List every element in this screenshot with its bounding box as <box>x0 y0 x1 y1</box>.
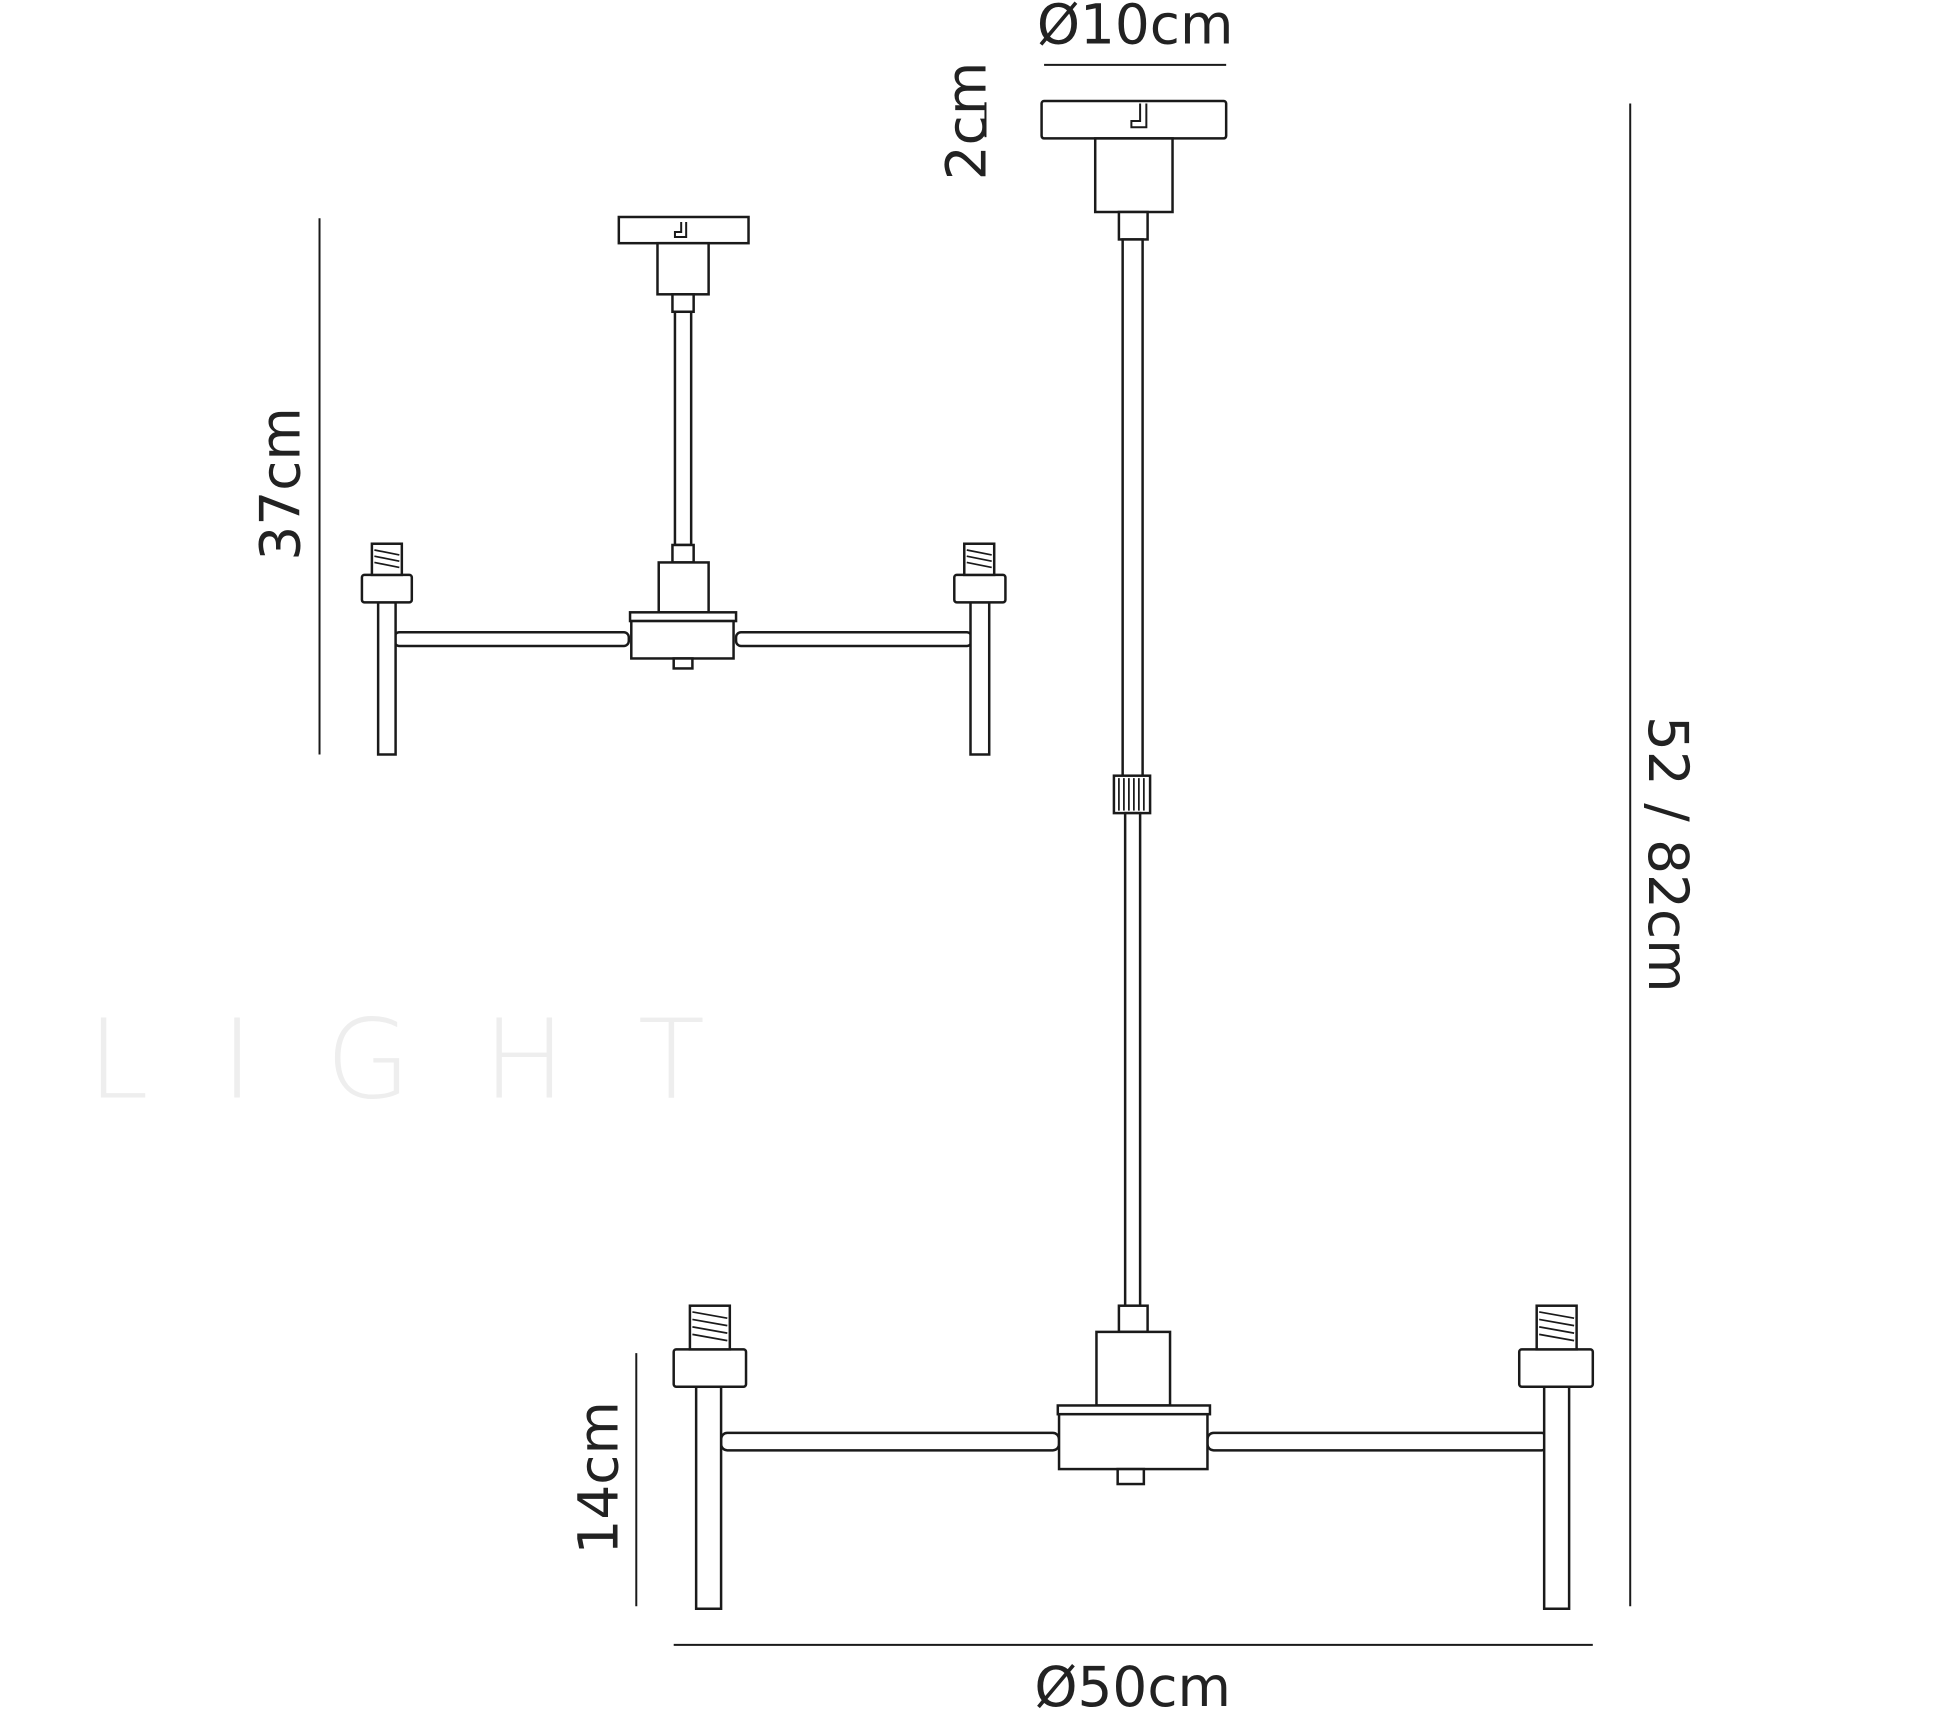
small-lamp-drawing <box>360 215 1007 756</box>
large-lamp-drawing <box>672 99 1595 1610</box>
min-height-label: 37cm <box>249 407 313 560</box>
canopy-hook-small <box>673 221 688 238</box>
canopy-height-label: 2cm <box>934 62 998 181</box>
watermark: LIGHT <box>88 995 778 1123</box>
canopy-hook <box>1130 103 1148 129</box>
overall-height-label: 52 / 82cm <box>1636 716 1700 993</box>
overall-diameter-label: Ø50cm <box>1034 1655 1231 1716</box>
canopy-diameter-label: Ø10cm <box>1037 0 1234 57</box>
arm-height-label: 14cm <box>567 1401 631 1554</box>
